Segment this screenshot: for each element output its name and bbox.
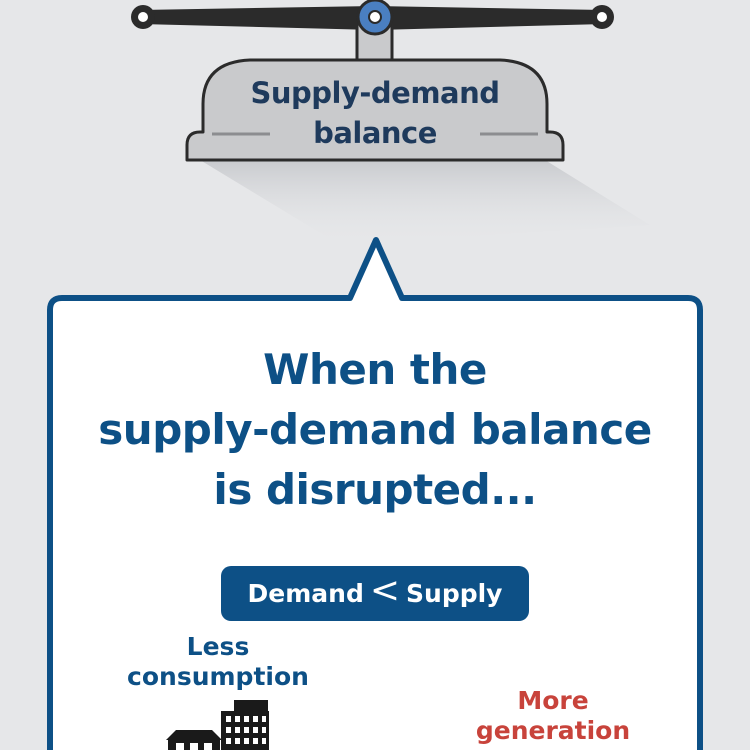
callout-heading-line1: When the [263,345,487,394]
scale-label-line1: Supply-demand [250,76,500,110]
scale-center-hole [368,10,382,24]
callout-heading-line2: supply-demand balance [98,405,652,454]
more-generation-line2: generation [475,716,631,745]
less-consumption-label: Less consumption [120,632,316,692]
comparison-demand: Demand [247,579,364,608]
less-consumption-line1: Less [186,632,250,661]
callout-heading-line3: is disrupted... [213,465,537,514]
scale-left-pin-hole [138,12,148,22]
callout-bubble [47,237,703,750]
less-than-symbol: < [369,569,401,611]
scale-shadow [200,160,650,245]
building-icon [166,700,269,750]
scale-icon [131,0,614,162]
comparison-badge: Demand < Supply [221,566,529,621]
more-generation-label: More generation [468,686,638,746]
more-generation-line1: More [517,686,589,715]
comparison-supply: Supply [406,579,503,608]
scale-right-pin-hole [597,12,607,22]
scale-label-line2: balance [313,116,437,150]
less-consumption-line2: consumption [127,662,309,691]
scale-base [185,58,565,162]
